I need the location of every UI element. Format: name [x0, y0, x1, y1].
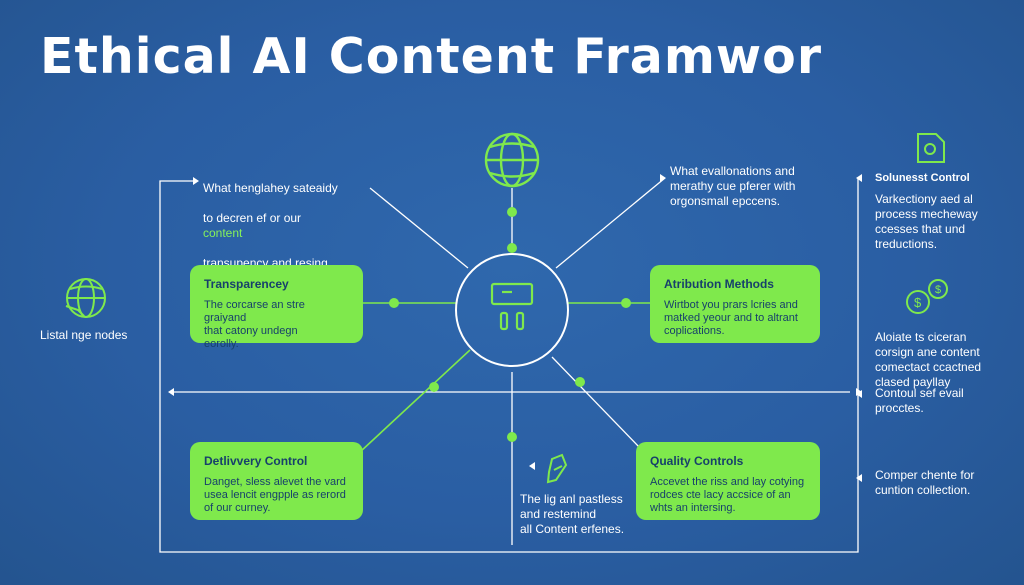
svg-text:$: $	[914, 295, 922, 310]
spoke-top-left	[369, 187, 469, 269]
card-delivery: Detlivvery Control Danget, sless alevet …	[190, 442, 363, 520]
right-panel-text: Contoul sef evail procctes.	[875, 386, 964, 415]
card-body: Wirtbot you prars lcries and matked yeou…	[664, 299, 798, 337]
spoke-bottom-right	[551, 356, 641, 449]
spoke-top-right	[555, 177, 666, 269]
card-body: The corcarse an stre graiyand that caton…	[204, 299, 305, 350]
bottom-note: The lig anl pastless and restemind all C…	[520, 492, 625, 536]
arrow-head	[856, 474, 862, 482]
arrow-head	[856, 174, 862, 182]
page-title: Ethical AI Content Framwor	[40, 28, 823, 85]
hub-circle	[455, 253, 569, 367]
node-dot	[507, 432, 517, 442]
globe-icon-left	[65, 278, 106, 318]
left-label: Listal nge nodes	[40, 328, 128, 342]
note-line: What henglahey sateaidy	[203, 181, 338, 195]
right-panel-text: Comper chente for cuntion collection.	[875, 468, 975, 497]
card-attribution: Atribution Methods Wirtbot you prars lcr…	[650, 265, 820, 343]
card-title: Quality Controls	[650, 454, 744, 468]
arrow-head	[193, 177, 199, 185]
svg-text:$: $	[935, 284, 941, 296]
document-icon	[917, 133, 945, 163]
note-highlight: content	[203, 226, 243, 240]
card-body: Danget, sless alevet the vard usea lenci…	[204, 476, 346, 514]
edit-icon	[546, 453, 568, 484]
node-dot	[429, 382, 439, 392]
link-delivery	[359, 349, 471, 453]
arrow-head	[660, 174, 666, 182]
node-dot	[507, 207, 517, 217]
arrow-head	[168, 388, 174, 396]
card-body: Accevet the riss and lay cotying rodces …	[650, 476, 805, 514]
node-dot	[389, 298, 399, 308]
right-panel-text: Aloiate ts ciceran corsign ane content c…	[875, 330, 982, 389]
outer-bracket	[159, 180, 859, 553]
node-dot	[575, 377, 585, 387]
arrow-head	[856, 390, 862, 398]
top-left-note: What henglahey sateaidy to decren ef or …	[203, 166, 338, 271]
right-panel-heading: Solunesst Control	[875, 172, 970, 184]
right-panel-text: Varkectiony aed al process mecheway cces…	[875, 192, 978, 251]
globe-icon	[484, 132, 540, 188]
arrow-head	[529, 462, 535, 470]
card-title: Atribution Methods	[664, 277, 774, 291]
note-line: to decren ef or our	[203, 211, 302, 225]
node-dot	[507, 243, 517, 253]
robot-icon	[490, 282, 534, 331]
card-transparency: Transparencey The corcarse an stre graiy…	[190, 265, 363, 350]
card-title: Transparencey	[204, 277, 289, 291]
top-right-note: What evallonations and merathy cue pfere…	[670, 164, 796, 208]
node-dot	[621, 298, 631, 308]
money-icon: $ $	[906, 279, 948, 314]
card-quality: Quality Controls Accevet the riss and la…	[636, 442, 820, 520]
card-title: Detlivvery Control	[204, 454, 308, 468]
